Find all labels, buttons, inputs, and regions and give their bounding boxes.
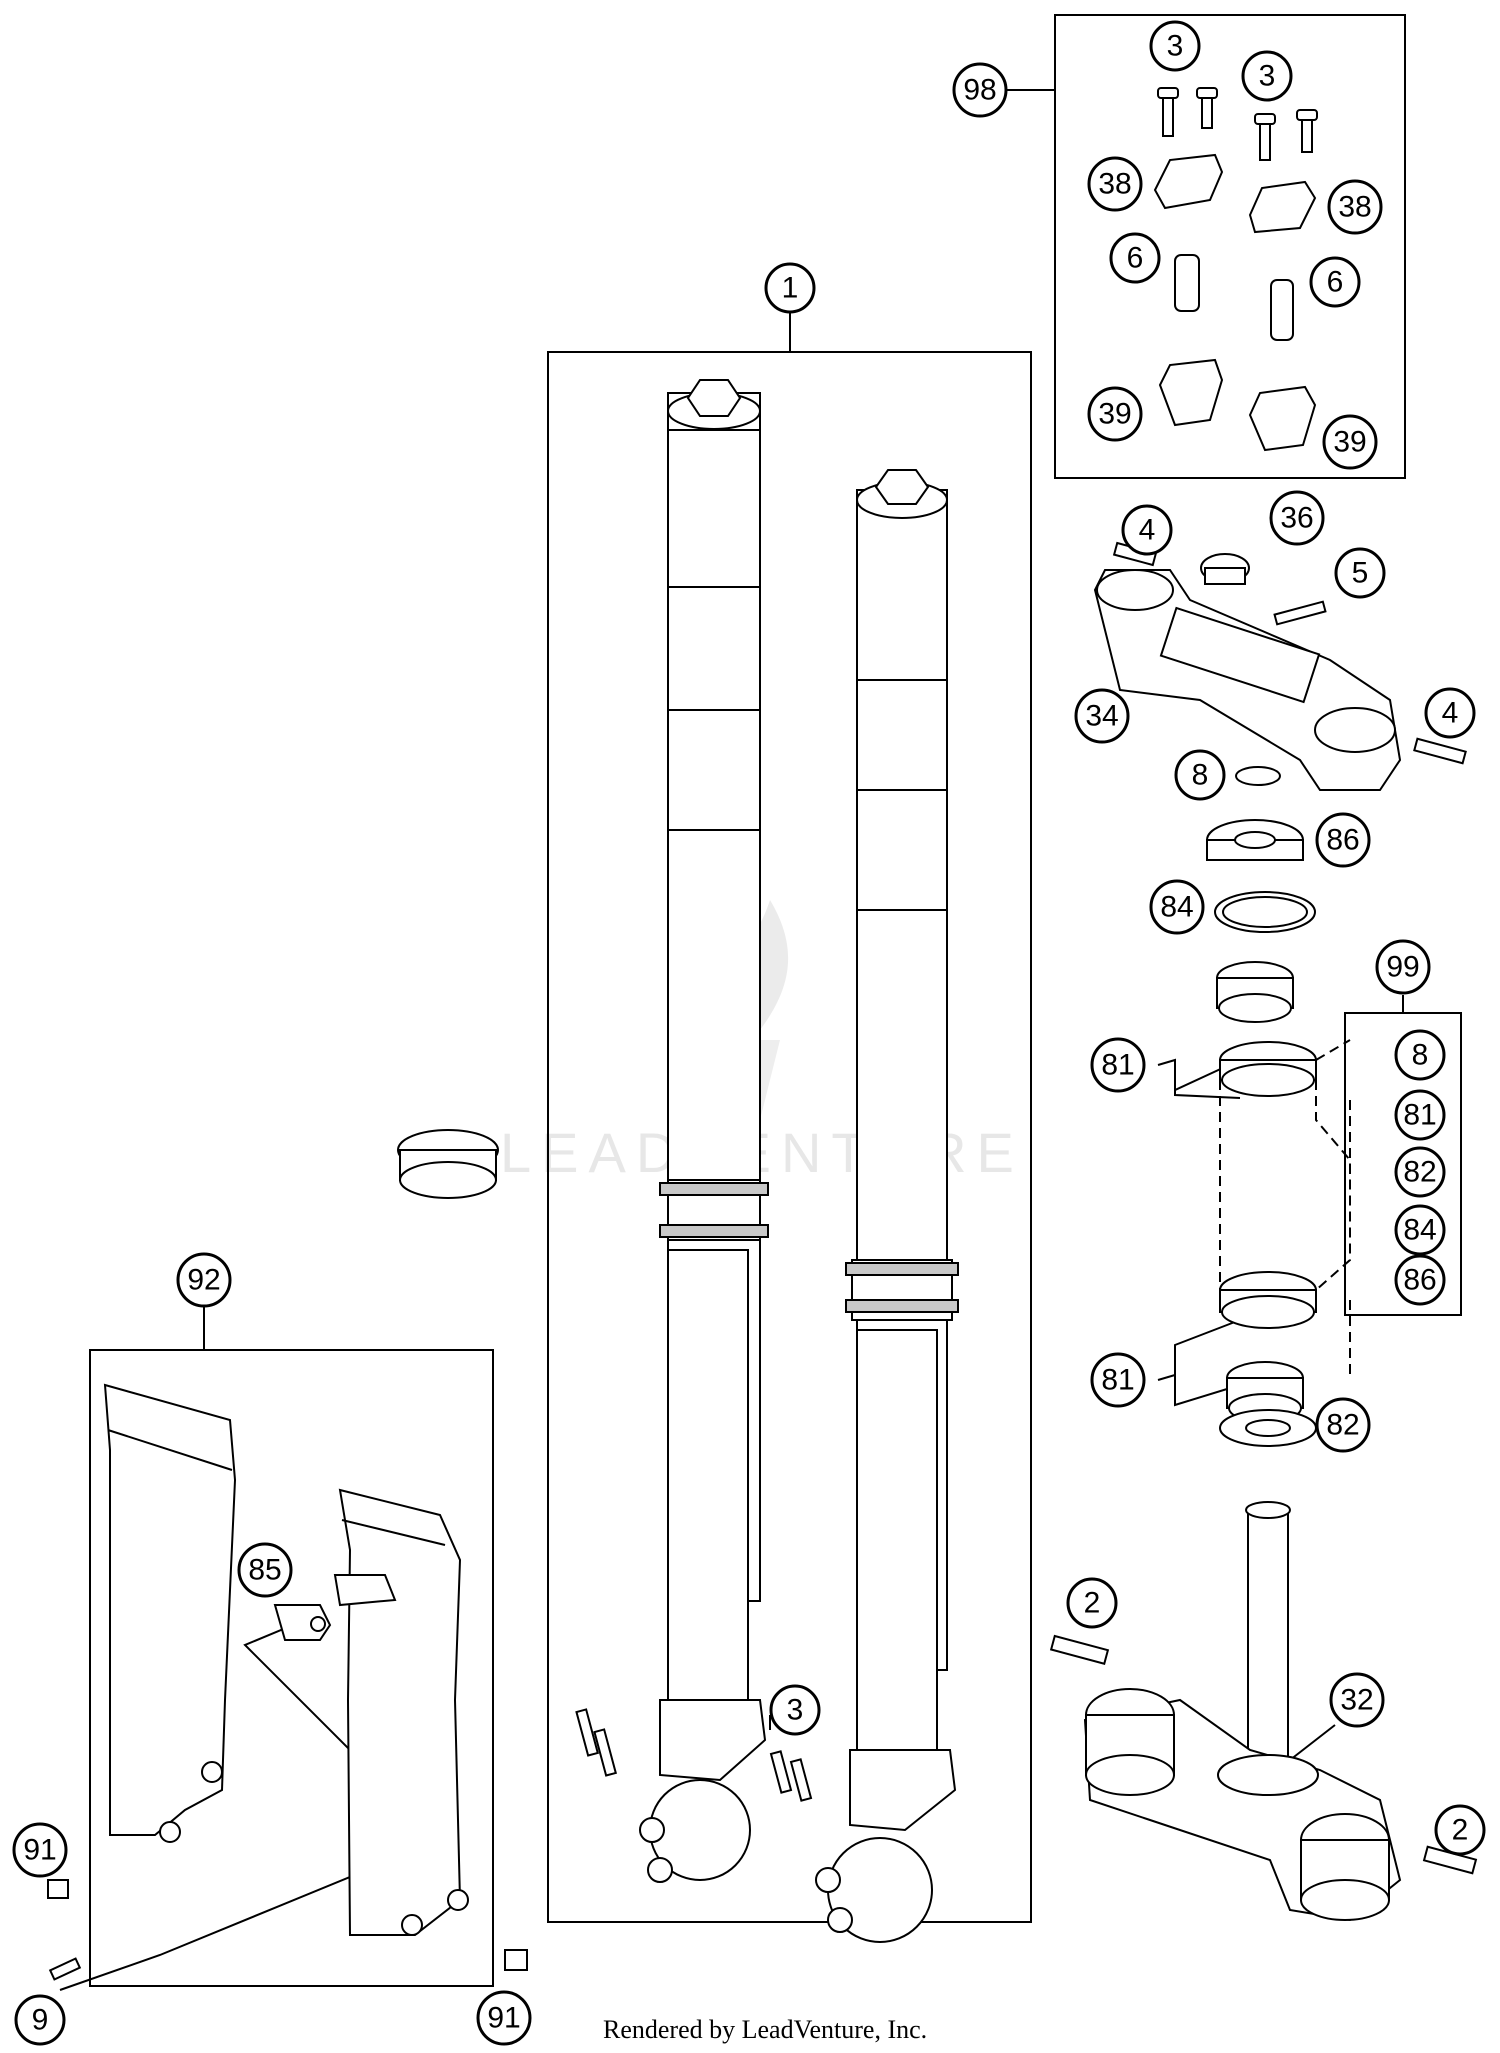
dust-ring-part	[397, 1129, 499, 1199]
callout-36[interactable]: 36	[1269, 490, 1325, 546]
leader-81b	[1157, 1319, 1241, 1407]
callout-34[interactable]: 34	[1074, 688, 1130, 744]
kit-99-item-86[interactable]: 86	[1394, 1254, 1446, 1306]
callout-2b[interactable]: 2	[1434, 1804, 1486, 1856]
callout-3c-label: 3	[787, 1694, 804, 1727]
callout-81b-label: 81	[1101, 1364, 1134, 1397]
callout-38a[interactable]: 38	[1087, 156, 1143, 212]
upper-triple-clamp	[1093, 541, 1467, 791]
callout-2a[interactable]: 2	[1066, 1577, 1118, 1629]
kit-99-item-84-label: 84	[1403, 1214, 1436, 1247]
callout-8-label: 8	[1192, 759, 1209, 792]
callout-8[interactable]: 8	[1174, 749, 1226, 801]
callout-81a-label: 81	[1101, 1049, 1134, 1082]
leader-32	[1289, 1724, 1336, 1761]
kit-99-item-81-label: 81	[1403, 1099, 1436, 1132]
fork-bolts-3	[575, 1708, 813, 1802]
callout-4b-label: 4	[1442, 697, 1459, 730]
lower-triple-clamp	[1049, 1501, 1478, 1922]
callout-3c[interactable]: 3	[769, 1684, 821, 1736]
callout-38b[interactable]: 38	[1327, 179, 1383, 235]
callout-85-label: 85	[248, 1554, 281, 1587]
callout-91b-label: 91	[487, 2002, 520, 2035]
callout-36-label: 36	[1280, 502, 1313, 535]
right-fork-leg	[815, 469, 959, 1943]
kit-99-item-8[interactable]: 8	[1394, 1029, 1446, 1081]
callout-92[interactable]: 92	[176, 1252, 232, 1308]
kit-99-item-86-label: 86	[1403, 1264, 1436, 1297]
callout-86-label: 86	[1326, 824, 1359, 857]
callout-9[interactable]: 9	[14, 1994, 66, 2046]
callout-6b-label: 6	[1327, 266, 1344, 299]
kit-99-item-82[interactable]: 82	[1394, 1146, 1446, 1198]
callout-91b[interactable]: 91	[476, 1990, 532, 2046]
callout-84-label: 84	[1160, 891, 1193, 924]
callout-4a[interactable]: 4	[1121, 504, 1173, 556]
footer-credit: Rendered by LeadVenture, Inc.	[603, 2015, 927, 2044]
callout-99-label: 99	[1386, 951, 1419, 984]
callout-5-label: 5	[1352, 557, 1369, 590]
callout-38a-label: 38	[1098, 168, 1131, 201]
callout-81b[interactable]: 81	[1090, 1352, 1146, 1408]
callout-34-label: 34	[1085, 700, 1118, 733]
callout-6b[interactable]: 6	[1309, 256, 1361, 308]
callout-81a[interactable]: 81	[1090, 1037, 1146, 1093]
callout-1[interactable]: 1	[764, 262, 816, 314]
kit-99-item-82-label: 82	[1403, 1156, 1436, 1189]
callout-3a[interactable]: 3	[1149, 20, 1201, 72]
callout-91a-label: 91	[23, 1834, 56, 1867]
callout-98[interactable]: 98	[952, 62, 1008, 118]
callout-92-label: 92	[187, 1264, 220, 1297]
callout-6a-label: 6	[1127, 242, 1144, 275]
callout-86[interactable]: 86	[1315, 812, 1371, 868]
callout-91a[interactable]: 91	[12, 1822, 68, 1878]
callout-3b-label: 3	[1259, 60, 1276, 93]
callout-3a-label: 3	[1167, 30, 1184, 63]
callout-39b[interactable]: 39	[1322, 414, 1378, 470]
kit-98-frame	[1054, 14, 1406, 479]
callout-2a-label: 2	[1084, 1587, 1101, 1620]
kit-99-item-8-label: 8	[1412, 1039, 1429, 1072]
leader-81a	[1157, 1058, 1241, 1099]
kit-99-item-81[interactable]: 81	[1394, 1089, 1446, 1141]
callout-2b-label: 2	[1452, 1814, 1469, 1847]
callout-82[interactable]: 82	[1315, 1397, 1371, 1453]
left-fork-leg	[639, 379, 769, 1883]
callout-4a-label: 4	[1139, 514, 1156, 547]
callout-4b[interactable]: 4	[1424, 687, 1476, 739]
callout-99[interactable]: 99	[1375, 939, 1431, 995]
callout-39b-label: 39	[1333, 426, 1366, 459]
callout-82-label: 82	[1326, 1409, 1359, 1442]
callout-32[interactable]: 32	[1329, 1672, 1385, 1728]
callout-3b[interactable]: 3	[1241, 50, 1293, 102]
callout-5[interactable]: 5	[1334, 547, 1386, 599]
fork-guard-frame	[89, 1349, 494, 1987]
callout-1-label: 1	[782, 272, 799, 305]
callout-9-label: 9	[32, 2004, 49, 2037]
steering-bearings	[1216, 961, 1351, 1447]
callout-32-label: 32	[1340, 1684, 1373, 1717]
callout-39a-label: 39	[1098, 398, 1131, 431]
kit-99-item-84[interactable]: 84	[1394, 1204, 1446, 1256]
callout-6a[interactable]: 6	[1109, 232, 1161, 284]
callout-39a[interactable]: 39	[1087, 386, 1143, 442]
callout-84[interactable]: 84	[1149, 879, 1205, 935]
callout-38b-label: 38	[1338, 191, 1371, 224]
fork-guards	[47, 1383, 528, 1981]
callout-85[interactable]: 85	[237, 1542, 293, 1598]
callout-98-label: 98	[963, 74, 996, 107]
kit-98-parts	[1153, 87, 1318, 452]
upper-clamp-rings	[1206, 766, 1316, 933]
